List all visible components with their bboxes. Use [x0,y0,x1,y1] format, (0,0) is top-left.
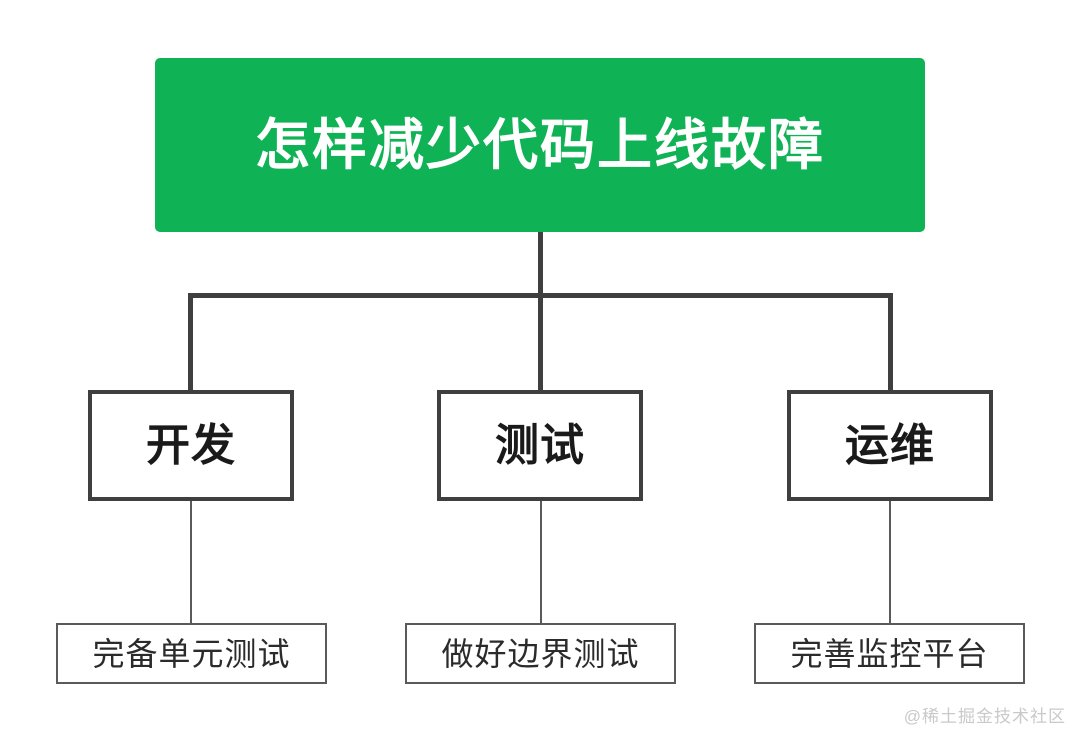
branch-node-operations[interactable]: 运维 [787,390,993,501]
connector-trunk [538,232,543,298]
branch-node-operations-label: 运维 [845,420,935,470]
leaf-node-boundary-testing-label: 做好边界测试 [441,635,640,672]
branch-node-testing[interactable]: 测试 [437,390,643,501]
leaf-node-unit-testing-label: 完备单元测试 [92,635,291,672]
root-node[interactable]: 怎样减少代码上线故障 [155,58,925,232]
connector-leaf-development [190,500,192,624]
leaf-node-boundary-testing[interactable]: 做好边界测试 [405,623,676,684]
leaf-node-monitoring-platform[interactable]: 完善监控平台 [754,623,1025,684]
connector-drop-operations [888,293,893,392]
branch-node-development-label: 开发 [146,420,236,470]
connector-drop-testing [538,293,543,392]
connector-leaf-testing [540,500,542,624]
root-node-label: 怎样减少代码上线故障 [254,113,825,176]
leaf-node-unit-testing[interactable]: 完备单元测试 [56,623,327,684]
branch-node-testing-label: 测试 [495,420,585,470]
connector-drop-development [188,293,193,392]
branch-node-development[interactable]: 开发 [88,390,294,501]
leaf-node-monitoring-platform-label: 完善监控平台 [790,635,989,672]
watermark: @稀土掘金技术社区 [903,707,1066,726]
connector-leaf-operations [889,500,891,624]
